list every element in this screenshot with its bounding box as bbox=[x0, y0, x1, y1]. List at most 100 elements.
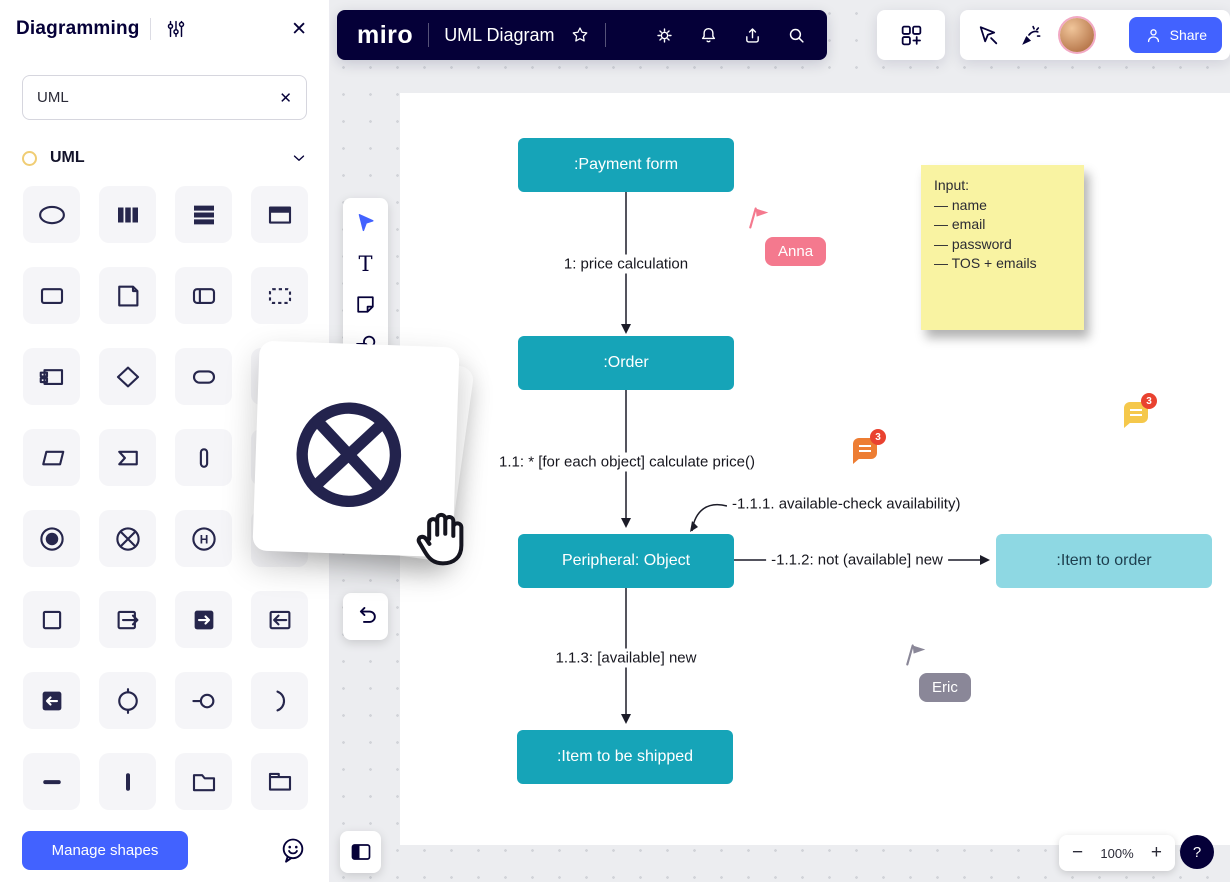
shape-partition-horizontal-icon[interactable] bbox=[175, 186, 232, 243]
uml-node-item-to-order[interactable]: :Item to order bbox=[996, 534, 1212, 588]
canvas-tool-palette: T bbox=[343, 198, 388, 371]
edge-label-calculate-price[interactable]: 1.1: * [for each object] calculate price… bbox=[494, 452, 760, 472]
follow-cursor-icon[interactable] bbox=[976, 23, 1001, 48]
shape-subsystem-icon[interactable] bbox=[23, 348, 80, 405]
shape-folder-icon[interactable] bbox=[175, 753, 232, 810]
collaborator-name-label: Anna bbox=[765, 237, 827, 266]
collaborator-name-label: Eric bbox=[919, 673, 971, 702]
shape-signal-receive-icon[interactable] bbox=[99, 429, 156, 486]
shape-rectangle-icon[interactable] bbox=[23, 267, 80, 324]
shape-sync-bar-horizontal-icon[interactable] bbox=[23, 753, 80, 810]
collaborator-cursor-icon bbox=[901, 641, 928, 668]
share-button[interactable]: Share bbox=[1128, 17, 1222, 53]
shape-circle-cross-icon[interactable] bbox=[99, 510, 156, 567]
edge-label-not-available-new[interactable]: -1.1.2: not (available] new bbox=[766, 550, 948, 570]
shape-search: ✕ bbox=[22, 75, 307, 120]
comment-pin[interactable]: 3 bbox=[1124, 393, 1157, 428]
board-toolbar: miro UML Diagram bbox=[337, 10, 827, 60]
zoom-in-button[interactable]: + bbox=[1147, 842, 1166, 864]
person-icon bbox=[1144, 26, 1163, 45]
settings-gear-icon[interactable] bbox=[654, 25, 675, 46]
shape-diamond-icon[interactable] bbox=[99, 348, 156, 405]
undo-arrow-icon bbox=[353, 604, 378, 629]
frames-grid-icon bbox=[899, 23, 924, 48]
comment-bubble-icon bbox=[1124, 402, 1148, 428]
chevron-down-icon[interactable] bbox=[290, 149, 308, 167]
shape-lollipop-interface-icon[interactable] bbox=[175, 672, 232, 729]
dragged-shape-card[interactable] bbox=[252, 340, 460, 558]
comment-bubble-icon bbox=[853, 438, 877, 464]
frames-tool-button[interactable] bbox=[877, 10, 945, 60]
user-avatar[interactable] bbox=[1060, 18, 1094, 52]
clear-search-icon[interactable]: ✕ bbox=[279, 89, 292, 107]
uml-node-item-to-be-shipped[interactable]: :Item to be shipped bbox=[517, 730, 733, 784]
filter-icon[interactable] bbox=[165, 18, 187, 40]
shape-history-state-icon[interactable]: H bbox=[175, 510, 232, 567]
svg-text:H: H bbox=[199, 532, 208, 546]
shape-enter-arrow-icon[interactable] bbox=[251, 591, 308, 648]
sticky-note[interactable]: Input: — name — email — password — TOS +… bbox=[921, 165, 1084, 330]
toolbar-divider bbox=[428, 23, 430, 47]
panel-header: Diagramming ✕ bbox=[0, 0, 329, 40]
shape-note-icon[interactable] bbox=[99, 267, 156, 324]
panels-toggle-button[interactable] bbox=[340, 831, 381, 873]
feedback-icon[interactable] bbox=[279, 836, 307, 864]
shape-search-input[interactable] bbox=[23, 89, 274, 106]
shape-stadium-icon[interactable] bbox=[175, 348, 232, 405]
panel-title: Diagramming bbox=[16, 18, 140, 39]
notifications-bell-icon[interactable] bbox=[698, 25, 719, 46]
shape-activation-bar-icon[interactable] bbox=[175, 429, 232, 486]
help-button[interactable]: ? bbox=[1180, 835, 1214, 869]
edge-label-price-calculation[interactable]: 1: price calculation bbox=[558, 254, 694, 274]
zoom-level[interactable]: 100% bbox=[1100, 845, 1134, 861]
comment-count-badge: 3 bbox=[870, 429, 886, 445]
sticky-note-tool-icon[interactable] bbox=[353, 292, 378, 317]
edge-label-check-availability[interactable]: -1.1.1. available-check availability) bbox=[727, 494, 966, 514]
board-title[interactable]: UML Diagram bbox=[444, 24, 555, 45]
shape-oval-icon[interactable] bbox=[23, 186, 80, 243]
toolbar-divider bbox=[604, 23, 606, 47]
search-icon[interactable] bbox=[786, 25, 807, 46]
shape-control-node-icon[interactable] bbox=[99, 672, 156, 729]
header-divider bbox=[149, 18, 151, 40]
shape-exit-arrow-icon[interactable] bbox=[99, 591, 156, 648]
zoom-bar: − 100% + bbox=[1059, 835, 1175, 871]
uml-node-peripheral-object[interactable]: Peripheral: Object bbox=[518, 534, 734, 588]
export-upload-icon[interactable] bbox=[742, 25, 763, 46]
text-tool-icon[interactable]: T bbox=[358, 252, 373, 276]
section-bullet-icon bbox=[22, 150, 37, 166]
shape-sync-bar-vertical-icon[interactable] bbox=[99, 753, 156, 810]
shape-flag-icon[interactable] bbox=[23, 429, 80, 486]
shape-frame-band-icon[interactable] bbox=[175, 267, 232, 324]
shape-partition-vertical-icon[interactable] bbox=[99, 186, 156, 243]
shape-socket-interface-icon[interactable] bbox=[251, 672, 308, 729]
shape-folder-tab-icon[interactable] bbox=[251, 753, 308, 810]
uml-section-header[interactable]: UML bbox=[22, 143, 308, 173]
share-label: Share bbox=[1169, 27, 1207, 43]
shape-titled-frame-icon[interactable] bbox=[251, 186, 308, 243]
uml-node-payment-form[interactable]: :Payment form bbox=[518, 138, 734, 192]
collaboration-bar: Share bbox=[960, 10, 1230, 60]
board-canvas[interactable]: :Payment form :Order Peripheral: Object … bbox=[330, 0, 1230, 882]
comment-count-badge: 3 bbox=[1141, 393, 1157, 409]
collaborator-cursor-icon bbox=[744, 204, 771, 231]
manage-shapes-button[interactable]: Manage shapes bbox=[22, 831, 188, 870]
select-tool-icon[interactable] bbox=[353, 211, 378, 236]
edge-label-available-new[interactable]: 1.1.3: [available] new bbox=[550, 648, 702, 668]
undo-button[interactable] bbox=[343, 593, 388, 640]
circle-cross-shape-icon bbox=[296, 402, 402, 508]
section-label: UML bbox=[50, 149, 85, 166]
comment-pin[interactable]: 3 bbox=[853, 429, 886, 464]
zoom-out-button[interactable]: − bbox=[1068, 842, 1087, 864]
close-panel-icon[interactable]: ✕ bbox=[291, 18, 307, 40]
shape-rectangle-dashed-icon[interactable] bbox=[251, 267, 308, 324]
star-favorite-icon[interactable] bbox=[570, 25, 590, 45]
miro-logo[interactable]: miro bbox=[357, 20, 414, 49]
reactions-icon[interactable] bbox=[1018, 23, 1043, 48]
shape-square-icon[interactable] bbox=[23, 591, 80, 648]
shape-output-pin-icon[interactable] bbox=[23, 672, 80, 729]
sidebar-layout-icon bbox=[349, 840, 373, 864]
shape-input-pin-icon[interactable] bbox=[175, 591, 232, 648]
uml-node-order[interactable]: :Order bbox=[518, 336, 734, 390]
shape-final-node-icon[interactable] bbox=[23, 510, 80, 567]
